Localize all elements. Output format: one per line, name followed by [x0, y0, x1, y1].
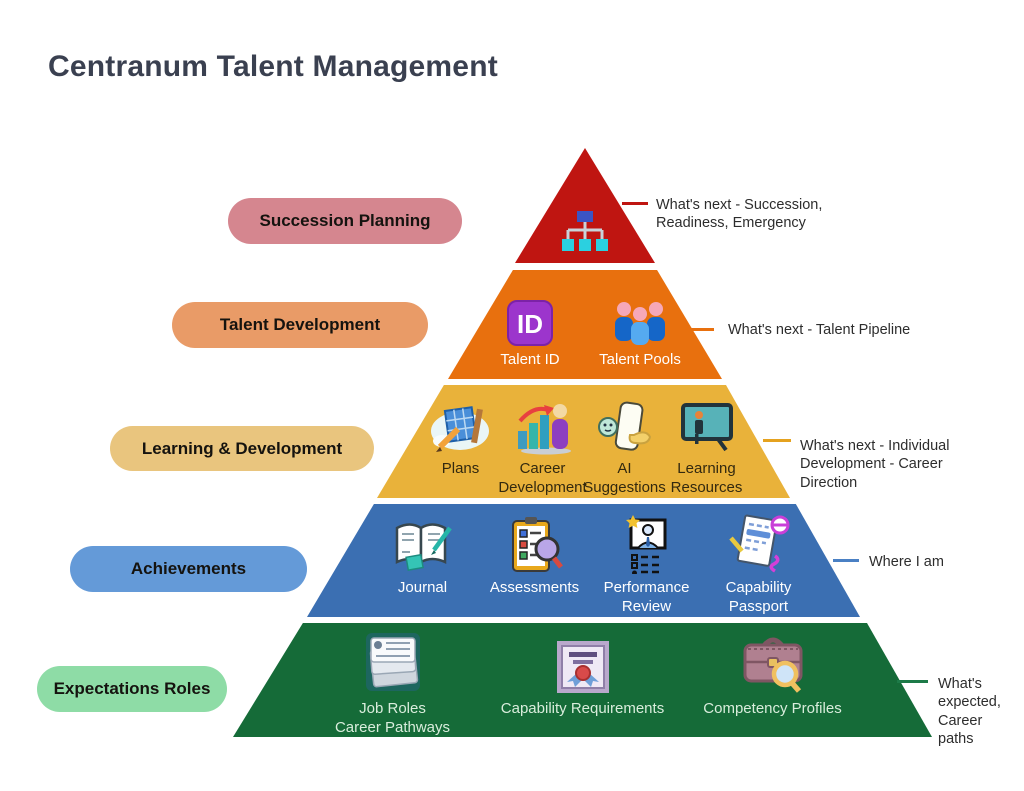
item-job-roles: Job Roles Career Pathways: [302, 627, 484, 737]
item-label: Talent ID: [500, 351, 560, 368]
item-talent-id: ID Talent ID: [481, 294, 579, 370]
pill-talent-development: Talent Development: [172, 302, 428, 348]
item-capability-requirements: Capability Requirements: [492, 627, 674, 737]
annotation-line-expectations: [897, 680, 928, 683]
presentation-icon: [678, 399, 736, 455]
band-achievements: Journal Assessments: [307, 504, 860, 617]
annotation-learning: What's next - Individual Development - C…: [800, 438, 950, 491]
item-label: Talent Pools: [599, 351, 681, 368]
item-journal: Journal: [368, 512, 478, 617]
certificate-icon: [555, 627, 611, 695]
item-label: Assessments: [489, 579, 580, 596]
capability-passport-icon: [727, 512, 791, 574]
ai-phone-icon: [596, 399, 654, 455]
svg-text:ID: ID: [517, 309, 543, 339]
band-succession-planning: [515, 148, 655, 263]
org-chart-icon: [562, 209, 608, 253]
assessment-icon: [506, 512, 564, 574]
id-badge-icon: ID: [507, 294, 553, 346]
job-roles-icon: [362, 627, 424, 695]
annotation-line-succession: [622, 202, 648, 205]
item-label: Capability Passport: [725, 579, 792, 615]
page-title: Centranum Talent Management: [48, 50, 498, 83]
annotation-expectations: What's expected, Career paths: [938, 676, 1001, 748]
annotation-line-achievements: [833, 559, 859, 562]
item-label: Career Development: [498, 460, 587, 496]
annotation-line-learning: [763, 439, 791, 442]
item-learning-resources: Learning Resources: [667, 399, 747, 498]
item-label: AI Suggestions: [583, 460, 666, 496]
item-label: Performance Review: [603, 579, 690, 615]
item-talent-pools: Talent Pools: [591, 294, 689, 370]
annotation-succession: What's next - Succession, Readiness, Eme…: [656, 197, 823, 232]
item-label: Capability Requirements: [500, 700, 665, 717]
people-group-icon: [611, 294, 669, 346]
band-learning-development: Plans Career Development: [377, 385, 790, 498]
item-label: Competency Profiles: [703, 700, 842, 717]
performance-review-icon: [620, 512, 674, 574]
career-growth-icon: [514, 399, 572, 455]
journal-icon: [390, 512, 456, 574]
item-plans: Plans: [421, 399, 501, 498]
item-career-development: Career Development: [498, 399, 587, 498]
pill-expectations-roles: Expectations Roles: [37, 666, 227, 712]
item-label: Plans: [441, 460, 480, 477]
item-label: Learning Resources: [670, 460, 743, 496]
item-capability-passport: Capability Passport: [704, 512, 814, 617]
band-expectations-roles: Job Roles Career Pathways Capability Req…: [233, 623, 932, 737]
annotation-achievements: Where I am: [869, 554, 944, 570]
briefcase-icon: [741, 627, 805, 695]
item-label: Journal: [397, 579, 448, 596]
pill-succession-planning: Succession Planning: [228, 198, 462, 244]
pill-achievements: Achievements: [70, 546, 307, 592]
annotation-line-talent: [688, 328, 714, 331]
annotation-talent: What's next - Talent Pipeline: [728, 322, 911, 338]
item-label: Job Roles Career Pathways: [334, 700, 451, 736]
blueprint-icon: [430, 399, 492, 455]
band-talent-development: ID Talent ID Talent Pools: [448, 270, 722, 379]
item-ai-suggestions: AI Suggestions: [583, 399, 666, 498]
item-performance-review: Performance Review: [592, 512, 702, 617]
item-assessments: Assessments: [480, 512, 590, 617]
pill-learning-development: Learning & Development: [110, 426, 374, 471]
item-competency-profiles: Competency Profiles: [682, 627, 864, 737]
